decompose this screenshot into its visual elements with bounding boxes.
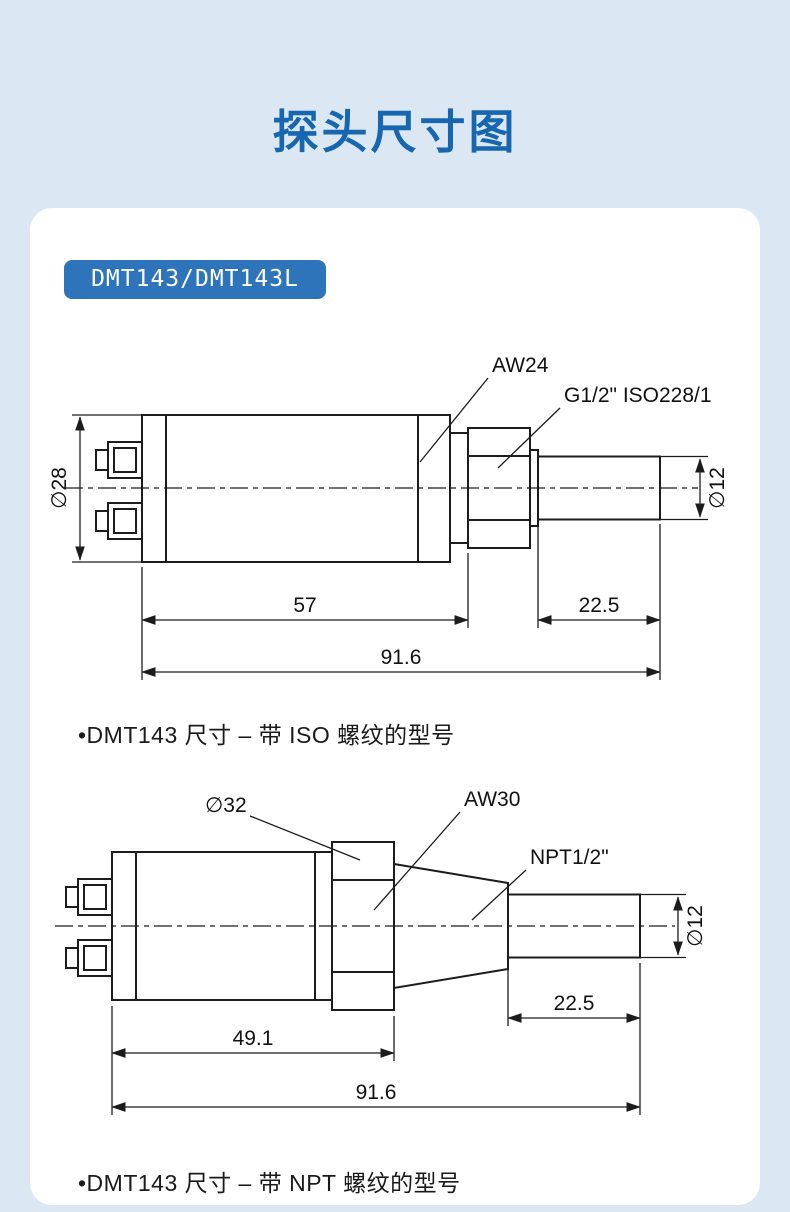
iso-thread-label: G1/2" ISO228/1	[564, 384, 712, 407]
iso-caption: •DMT143 尺寸 – 带 ISO 螺纹的型号	[78, 722, 455, 748]
dim-probe-diameter: ∅12	[640, 893, 707, 959]
dim-probe-length-label: 22.5	[554, 992, 595, 1015]
dim-lengths: 57 22.5 91.6	[141, 524, 661, 680]
dim-lengths: 22.5 49.1 91.6	[111, 963, 641, 1115]
npt-dimension-drawing: ∅12 22.5 49.1 91.6 ∅32 AW30	[55, 788, 707, 1115]
dim-body-length-label: 57	[293, 594, 316, 617]
probe-body	[141, 414, 661, 563]
leader-labels: ∅32 AW30 NPT1/2"	[205, 788, 609, 921]
dim-body-diameter: ∅28	[48, 414, 142, 563]
leader-labels: AW24 G1/2" ISO228/1	[419, 354, 712, 469]
dim-probe-diameter-label: ∅12	[706, 467, 729, 509]
npt-thread-label: NPT1/2"	[530, 846, 609, 869]
aw24-label: AW24	[492, 354, 549, 377]
dim-total-length-label: 91.6	[356, 1081, 397, 1104]
dim-body-diameter-label: ∅28	[48, 467, 71, 509]
dim-probe-length-label: 22.5	[579, 594, 620, 617]
dim-probe-diameter-label: ∅12	[684, 905, 707, 947]
content-card: DMT143/DMT143L	[30, 208, 760, 1205]
model-badge: DMT143/DMT143L	[64, 260, 326, 299]
dim-probe-diameter: ∅12	[660, 455, 729, 521]
connector-pins	[95, 441, 143, 540]
connector-pins	[65, 878, 113, 977]
dim-body-length-label: 49.1	[233, 1027, 274, 1050]
aw30-label: AW30	[464, 788, 520, 811]
dim-total-length-label: 91.6	[381, 646, 422, 669]
npt-caption: •DMT143 尺寸 – 带 NPT 螺纹的型号	[78, 1170, 461, 1196]
nut-diameter-label: ∅32	[205, 794, 247, 817]
page-title: 探头尺寸图	[272, 106, 518, 158]
iso-dimension-drawing: ∅28 ∅12 57 22.5 91.6	[48, 354, 729, 680]
